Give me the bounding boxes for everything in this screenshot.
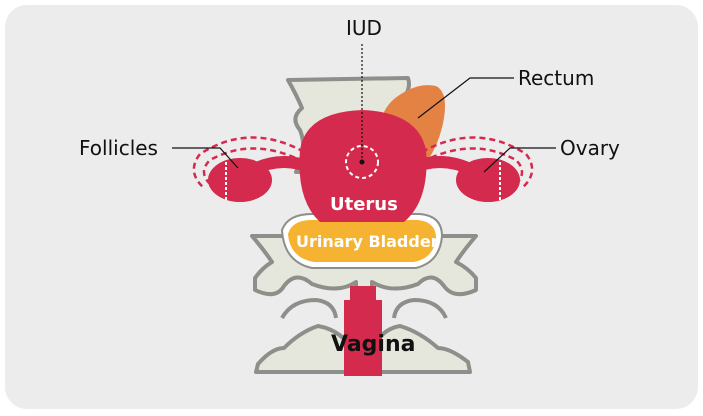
vagina-label: Vagina bbox=[331, 334, 415, 356]
follicles-label: Follicles bbox=[79, 138, 158, 158]
pelvic-inner-left bbox=[282, 300, 336, 318]
iud-center-dot bbox=[360, 160, 365, 165]
ovary-label: Ovary bbox=[560, 138, 620, 158]
vagina-top bbox=[350, 286, 376, 302]
iud-label: IUD bbox=[346, 18, 382, 38]
pelvic-inner-right bbox=[394, 300, 446, 318]
left-ovary-shape bbox=[208, 158, 272, 202]
rectum-label: Rectum bbox=[518, 68, 594, 88]
uterus-label: Uterus bbox=[330, 196, 398, 214]
right-ovary-shape bbox=[456, 158, 520, 202]
urinary-bladder-label: Urinary Bladder bbox=[296, 234, 439, 250]
